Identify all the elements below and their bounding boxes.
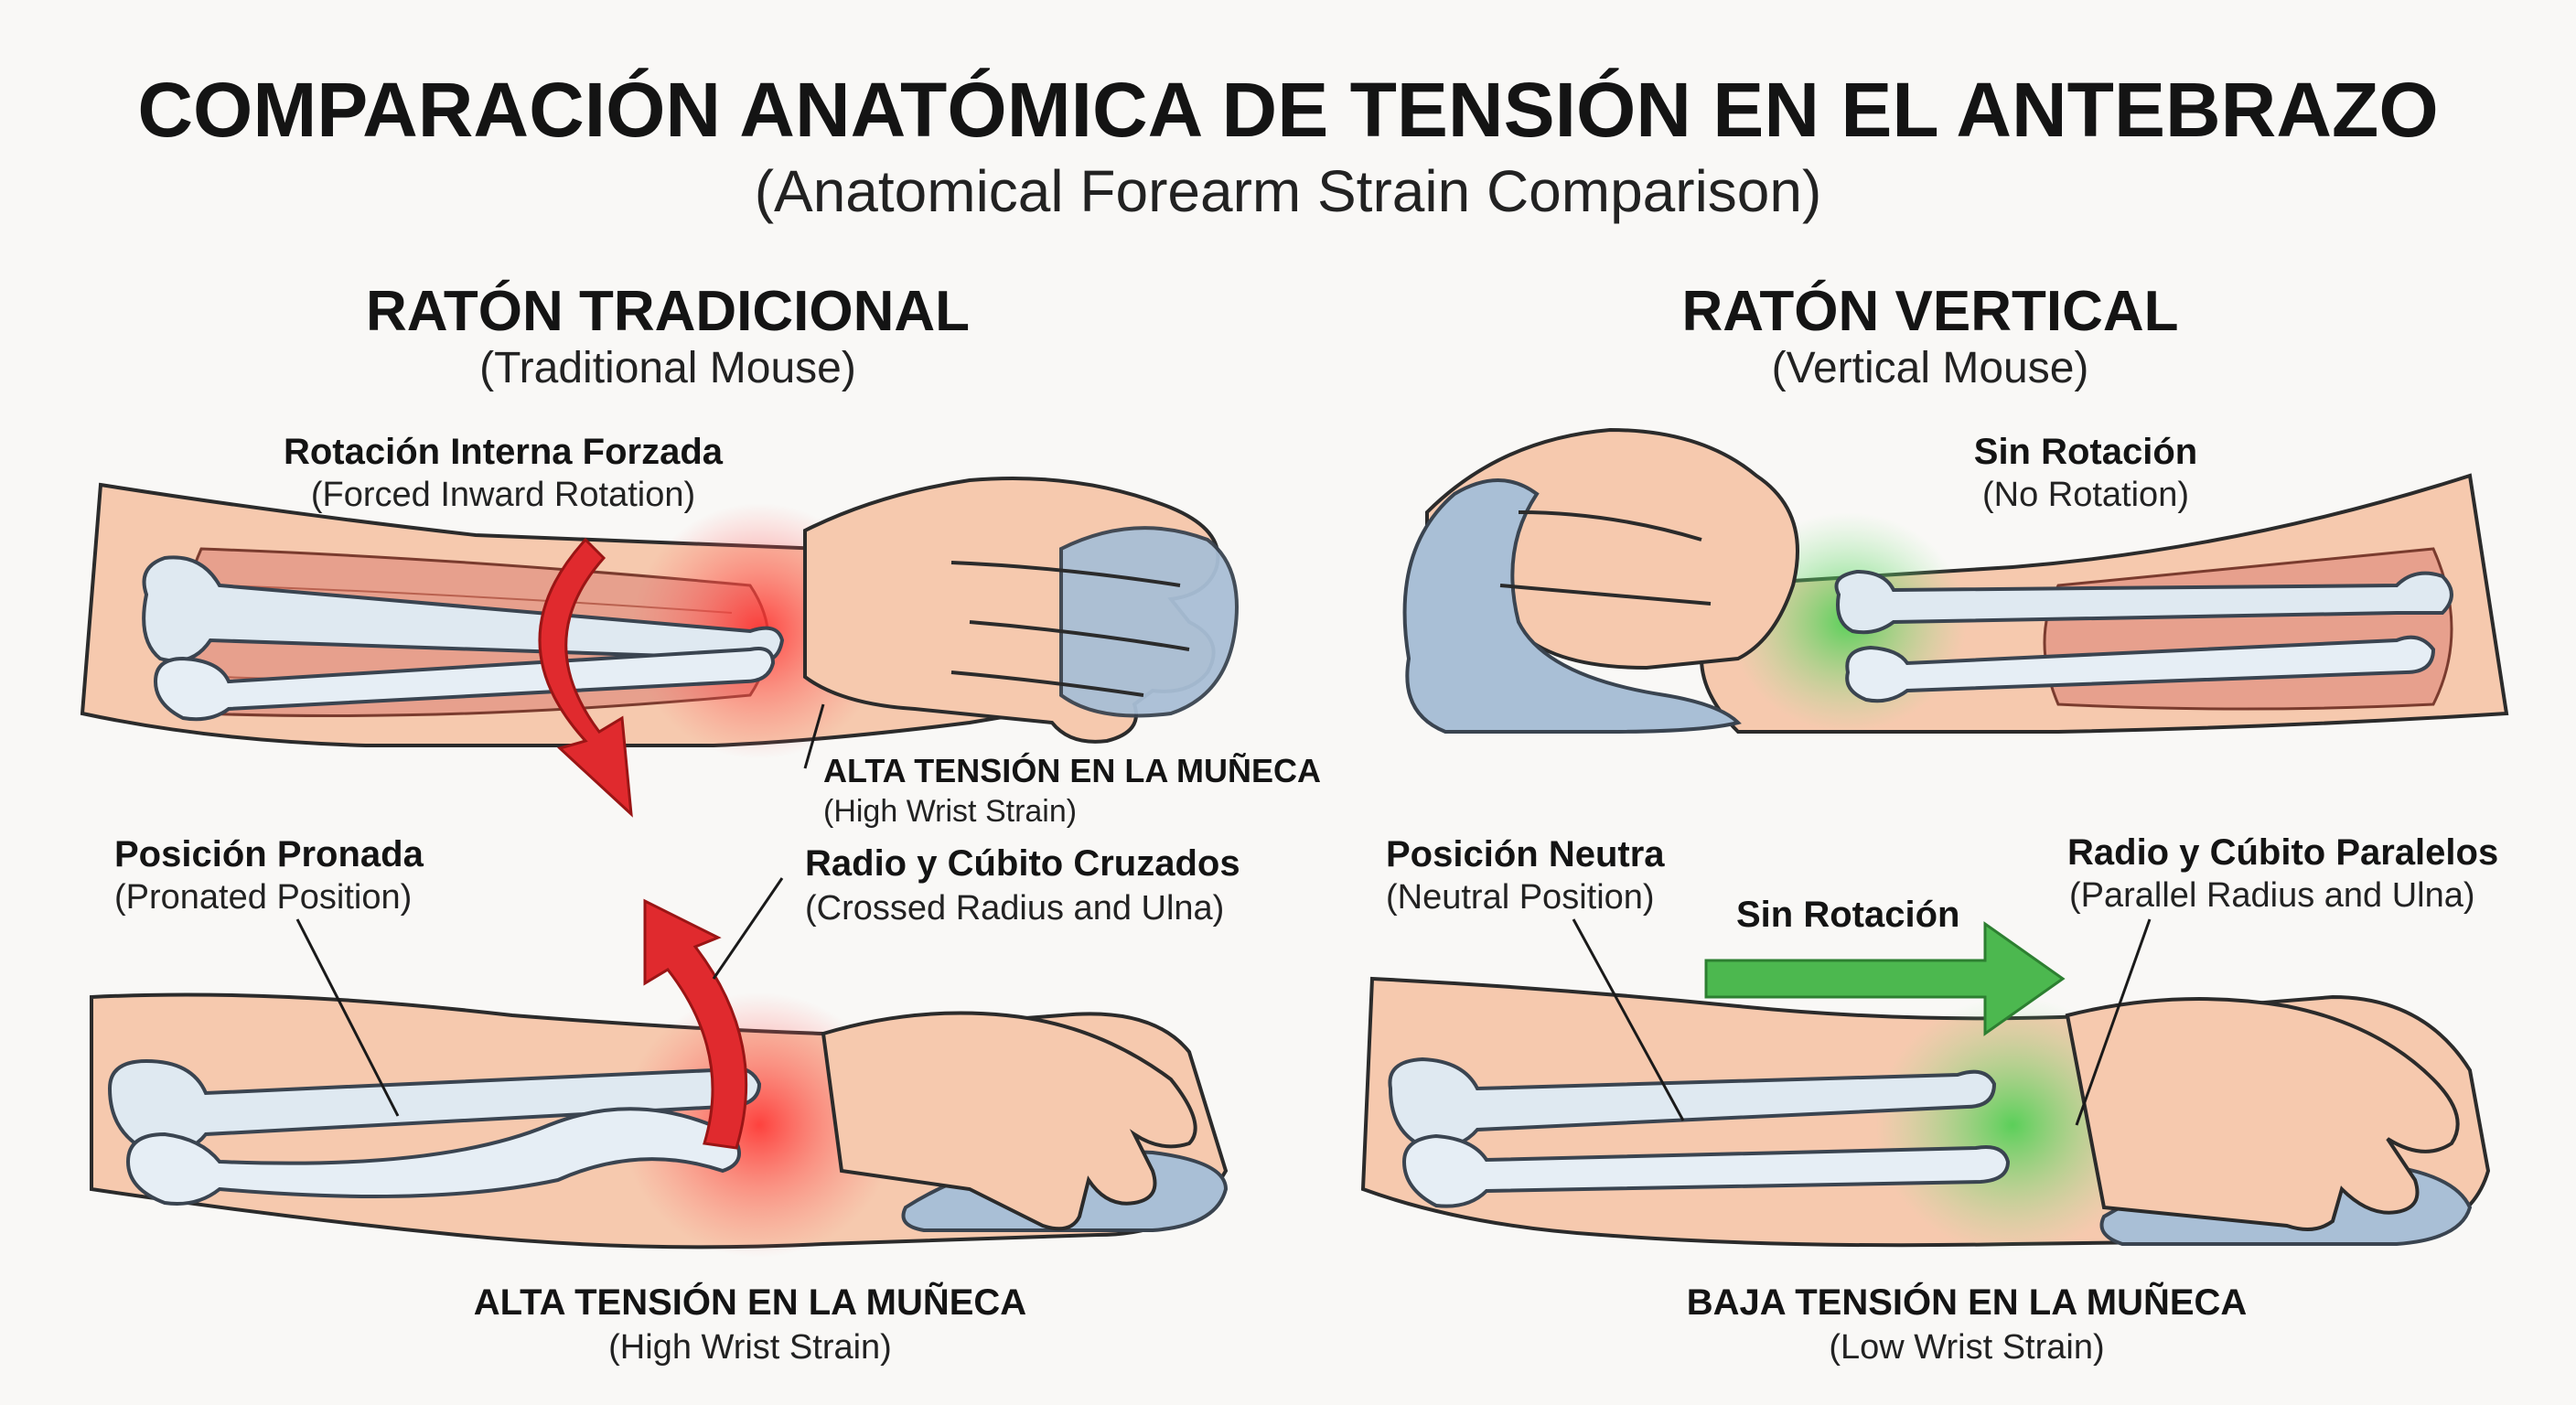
forced-rotation-sub: (Forced Inward Rotation) (310, 476, 696, 514)
bottom-high-strain-label: ALTA TENSIÓN EN LA MUÑECA (473, 1282, 1027, 1323)
no-rotation-sub: (No Rotation) (1982, 476, 2189, 514)
neutral-position-label: Posición Neutra (1386, 834, 1665, 874)
vertical-bottom-illustration (1360, 921, 2491, 1253)
ulna-bone (142, 555, 785, 663)
curved-rotation-arrow-icon (538, 537, 633, 818)
forced-rotation-label: Rotación Interna Forzada (283, 432, 724, 472)
top-wrist-strain-label: ALTA TENSIÓN EN LA MUÑECA (823, 752, 1321, 789)
traditional-bottom-illustration (90, 898, 1229, 1258)
hand-skin (2065, 997, 2460, 1231)
leader-lines (295, 703, 2152, 1126)
traditional-top-illustration (80, 477, 1239, 818)
no-rotation-label: Sin Rotación (1973, 432, 2198, 472)
vertical-title: RATÓN VERTICAL (1681, 280, 2179, 343)
bottom-low-strain-sub: (Low Wrist Strain) (1829, 1328, 2105, 1367)
hand-skin (821, 1011, 1197, 1231)
radius-bone (153, 647, 776, 722)
parallel-bones-label: Radio y Cúbito Paralelos (2067, 832, 2499, 873)
radius-bone (1401, 1133, 2011, 1208)
radius-bone (1845, 635, 2436, 703)
ulna-bone (1834, 569, 2453, 635)
pronated-position-sub: (Pronated Position) (114, 878, 413, 917)
bottom-high-strain-sub: (High Wrist Strain) (608, 1328, 892, 1367)
crossed-bones-label: Radio y Cúbito Cruzados (805, 843, 1240, 884)
vertical-subtitle: (Vertical Mouse) (1771, 344, 2089, 392)
curved-rotation-arrow-icon (643, 898, 748, 1150)
neutral-position-sub: (Neutral Position) (1386, 878, 1655, 917)
arrow-no-rotation-label: Sin Rotación (1736, 895, 1960, 935)
traditional-subtitle: (Traditional Mouse) (479, 344, 856, 392)
crossed-bones-sub: (Crossed Radius and Ulna) (805, 889, 1225, 928)
bottom-low-strain-label: BAJA TENSIÓN EN LA MUÑECA (1686, 1282, 2248, 1323)
parallel-bones-sub: (Parallel Radius and Ulna) (2069, 876, 2475, 915)
traditional-title: RATÓN TRADICIONAL (365, 280, 971, 343)
page-title: COMPARACIÓN ANATÓMICA DE TENSIÓN EN EL A… (137, 67, 2439, 153)
top-wrist-strain-sub: (High Wrist Strain) (823, 794, 1078, 829)
page-subtitle: (Anatomical Forearm Strain Comparison) (754, 158, 1822, 224)
vertical-mouse-shape (1402, 478, 1742, 734)
radius-bone (125, 1107, 741, 1206)
pronated-position-label: Posición Pronada (114, 834, 424, 874)
vertical-top-illustration (1402, 427, 2509, 734)
right-arrow-icon (1704, 921, 2066, 1036)
